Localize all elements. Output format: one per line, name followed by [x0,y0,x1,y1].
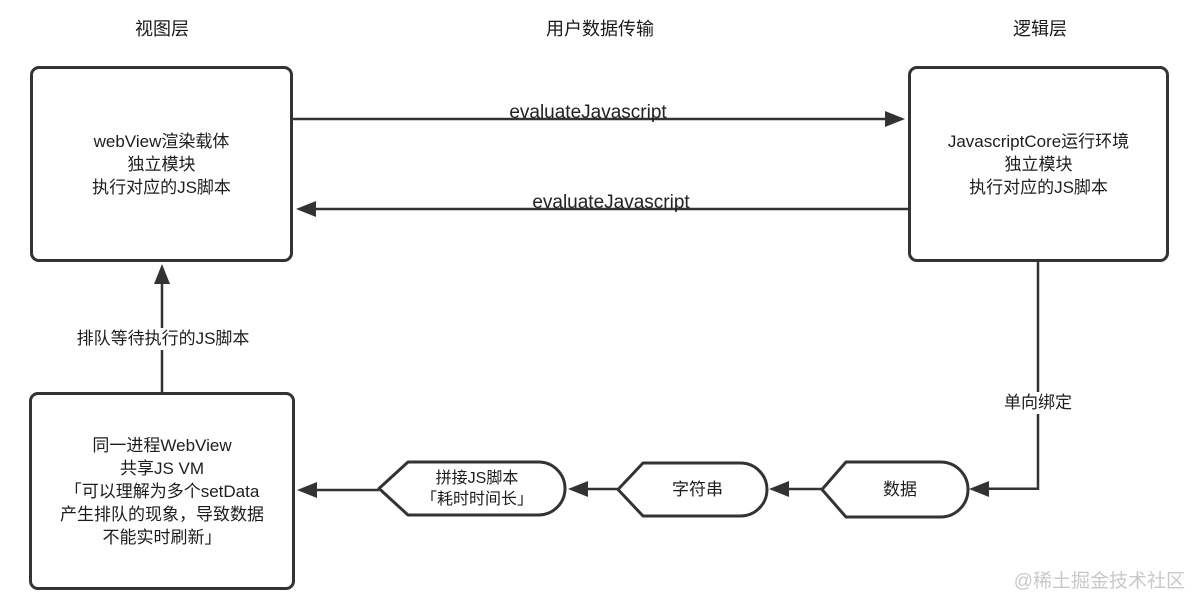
arrowhead-into-queuebox-icon [297,482,317,498]
javascriptcore-node: JavascriptCore运行环境 独立模块 执行对应的JS脚本 [908,66,1169,262]
shared-vm-node-line: 同一进程WebView [92,435,232,455]
arrowhead-right-icon [885,111,905,127]
data-hexagon-label: 数据 [832,462,968,517]
transfer-title: 用户数据传输 [546,19,654,39]
data-hexagon-shape [820,460,970,519]
javascriptcore-node-line: 执行对应的JS脚本 [969,177,1108,197]
arrowhead-left-icon [296,201,316,217]
javascriptcore-node-line: 独立模块 [1004,154,1073,174]
evaluate-js-to-logic-label: evaluateJavascript [509,102,667,123]
one-way-binding-label: 单向绑定 [1001,392,1075,414]
string-hexagon-label: 字符串 [628,463,767,516]
queued-js-label: 排队等待执行的JS脚本 [73,328,253,350]
concat-hexagon-line: 「耗时时间长」 [420,490,533,508]
logic-layer-title: 逻辑层 [1013,19,1067,39]
view-layer-title: 视图层 [135,19,189,39]
evaluate-js-to-view-label: evaluateJavascript [532,192,690,213]
concat-hexagon-line: 拼接JS脚本 [435,469,519,487]
shared-vm-node-line: 不能实时刷新」 [102,527,222,547]
webview-node-line: webView渲染载体 [93,131,230,151]
string-hexagon-shape [616,461,769,518]
shared-vm-node-line: 共享JS VM [119,458,205,478]
data-hexagon-text: 数据 [883,479,917,499]
webview-node-line: 执行对应的JS脚本 [92,177,231,197]
arrowhead-up-icon [154,264,170,284]
arrowhead-into-data-icon [969,481,989,497]
shared-vm-node: 同一进程WebView 共享JS VM 「可以理解为多个setData 产生排队… [29,392,295,590]
watermark: @稀土掘金技术社区 [1013,571,1185,592]
concat-hexagon-label: 拼接JS脚本 「耗时时间长」 [389,462,565,515]
concat-hexagon-shape [377,460,567,517]
shared-vm-node-line: 产生排队的现象，导致数据 [60,504,264,524]
string-hexagon-text: 字符串 [672,479,723,499]
arrowhead-into-concat-icon [568,481,588,497]
webview-node: webView渲染载体 独立模块 执行对应的JS脚本 [30,66,293,262]
edge-logic-to-data [988,262,1040,491]
javascriptcore-node-line: JavascriptCore运行环境 [947,131,1130,151]
shared-vm-node-line: 「可以理解为多个setData [64,481,260,501]
webview-node-line: 独立模块 [127,154,196,174]
arrowhead-into-string-icon [769,481,789,497]
